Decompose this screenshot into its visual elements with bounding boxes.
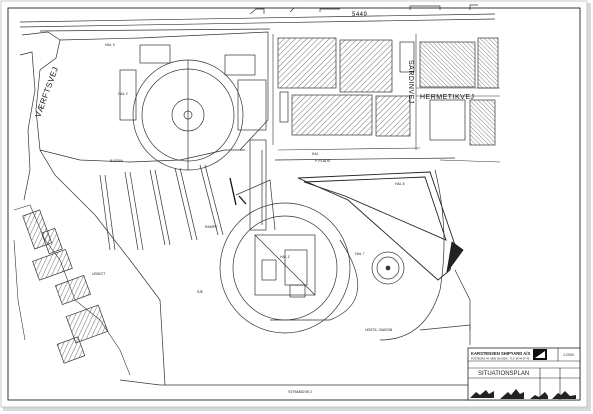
label-hal-lower: HAL 7 xyxy=(355,252,365,256)
title-address: POSTBOKS 44, 9990 SKAGEN · TLF. 98 44 07… xyxy=(471,357,530,361)
slipways xyxy=(99,164,224,251)
right-edge xyxy=(454,269,471,330)
label-basin: BASSIN xyxy=(110,159,123,163)
city-blocks xyxy=(277,37,499,146)
label-hal-right: HAL 8 xyxy=(395,182,405,186)
label-hal-left: HAL Y xyxy=(118,92,129,96)
ramp-marks xyxy=(229,177,247,206)
block-lines xyxy=(272,34,501,163)
title-scale: 1:2000 xyxy=(563,353,574,357)
lower-turntable xyxy=(219,179,359,334)
upper-turntable xyxy=(132,59,244,171)
left-buildings xyxy=(22,209,109,364)
bottom-road xyxy=(119,324,475,386)
top-road-number: 5449 xyxy=(352,12,368,18)
street-hermetikvej: HERMETIKVEJ xyxy=(420,94,475,101)
label-small: SÆ xyxy=(197,290,203,294)
street-sardinvej: SARDINVEJ xyxy=(407,60,414,104)
upper-left-buildings xyxy=(119,44,267,131)
label-ramp: RAMPE xyxy=(205,225,218,229)
label-hal-top-left: HAL X xyxy=(105,43,116,47)
label-hal-center: HAL Z xyxy=(280,255,291,259)
label-bottom-road: STRANDVEJ xyxy=(288,389,312,394)
shipyard-logo-icon xyxy=(533,349,547,360)
right-curve xyxy=(379,169,445,341)
center-quay xyxy=(249,139,456,231)
label-kaj: KAJ xyxy=(312,152,319,156)
top-road xyxy=(19,4,496,32)
ship-dock xyxy=(297,171,464,281)
ship-silhouette-icon xyxy=(470,389,576,399)
small-turntable xyxy=(371,251,405,285)
title-company: KARSTENSEN SHIPYARD A/S xyxy=(471,351,530,356)
label-plads: P-PLADS xyxy=(315,159,331,163)
label-lower-note: UDSTIL. BASSIN xyxy=(365,328,393,332)
left-quay xyxy=(19,31,269,386)
title-drawing: SITUATIONSPLAN xyxy=(478,371,529,377)
left-plot-lines xyxy=(13,204,131,376)
label-udsigt: UDSIGT xyxy=(92,272,106,276)
